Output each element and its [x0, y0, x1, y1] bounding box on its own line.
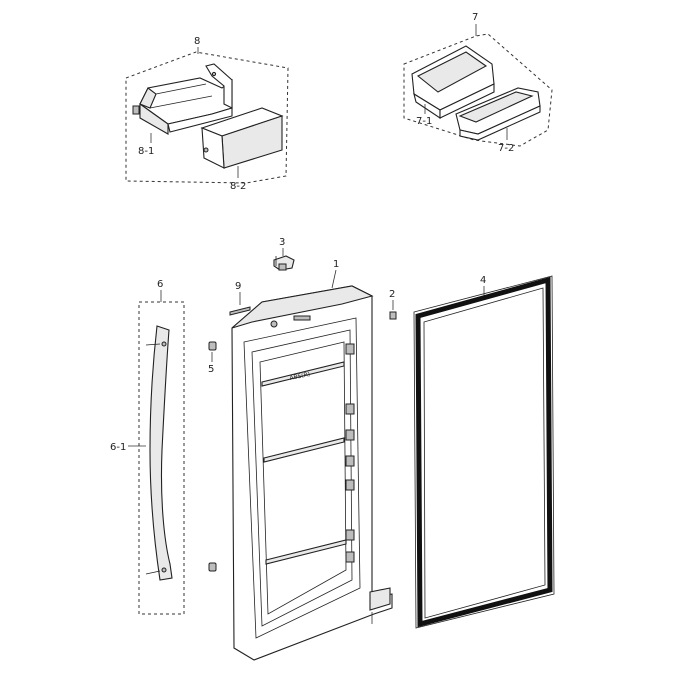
part-6-1-handle-bar — [149, 325, 173, 581]
part-7-1-door-bin — [411, 45, 495, 120]
part-7-2-bin-guard — [455, 87, 541, 141]
part-1-door-assembly: 1 ABS(R) — [231, 259, 393, 661]
callout-8-2: 8-2 — [230, 181, 246, 192]
callout-4: 4 — [480, 275, 486, 286]
callout-7-1: 7-1 — [416, 116, 432, 127]
part-group-8: 8 8-1 8-2 — [125, 36, 289, 192]
callout-2: 2 — [389, 289, 395, 300]
group-7-dashed-boundary — [403, 33, 553, 147]
callout-6-1: 6-1 — [110, 442, 126, 453]
part-2-cap: 2 — [389, 289, 397, 320]
callout-7-2: 7-2 — [498, 143, 514, 154]
part-4-door-gasket: 4 — [413, 275, 555, 629]
part-9-label: 9 — [229, 281, 251, 316]
callout-8: 8 — [194, 36, 200, 47]
part-3-hinge-bracket: 3 — [273, 237, 295, 271]
callout-5: 5 — [208, 364, 214, 375]
screw-upper — [208, 341, 217, 351]
callout-9: 9 — [235, 281, 241, 292]
part-group-7: 7 7-1 7-2 — [403, 12, 553, 154]
callout-3: 3 — [279, 237, 285, 248]
screw-lower — [208, 562, 217, 572]
callout-8-1: 8-1 — [138, 146, 154, 157]
callout-7: 7 — [472, 12, 478, 23]
part-8-2-bin-cover — [200, 107, 284, 169]
callout-6: 6 — [157, 279, 163, 290]
callout-1: 1 — [333, 259, 339, 270]
group-8-dashed-boundary — [125, 51, 289, 184]
part-8-1-bin-tray — [132, 63, 233, 135]
part-5-screws: 5 — [208, 341, 217, 572]
part-group-6-handle: 6 6-1 — [110, 279, 185, 615]
door-marking-text: ABS(R) — [289, 371, 311, 382]
group-6-dashed-boundary — [138, 301, 185, 615]
